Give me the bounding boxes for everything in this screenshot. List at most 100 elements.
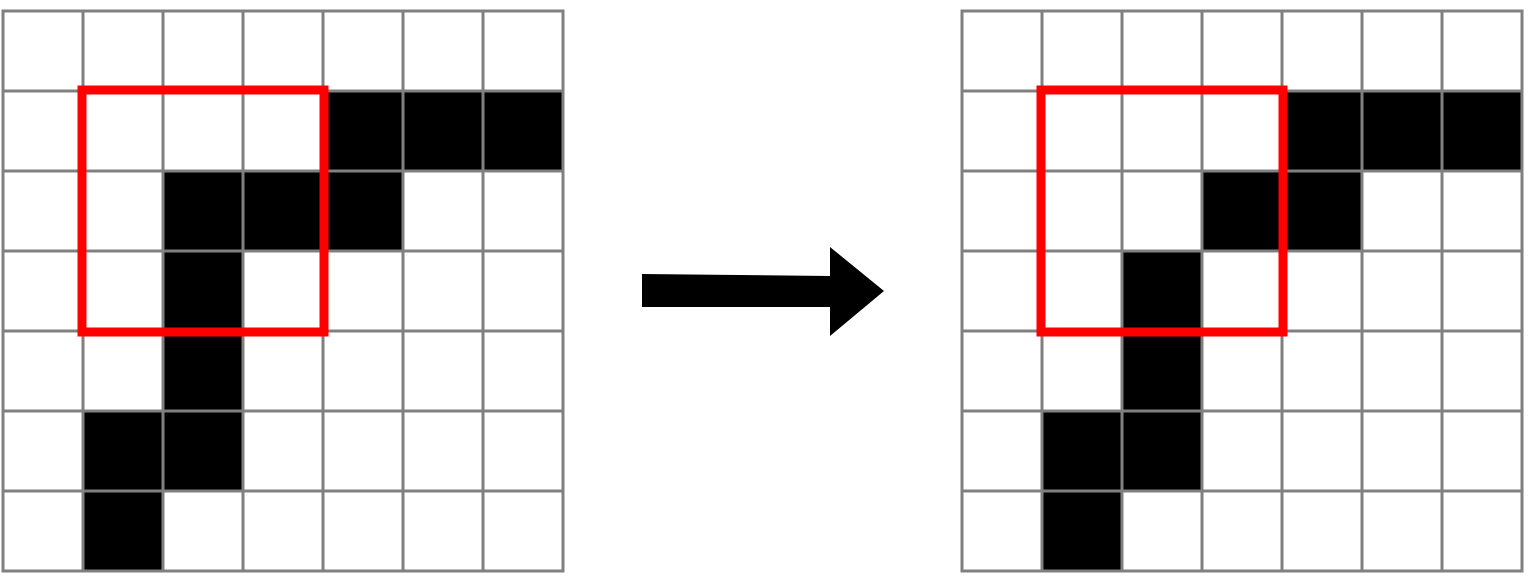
empty-cell-3-4 xyxy=(1280,249,1364,333)
empty-cell-0-6 xyxy=(1440,9,1524,93)
empty-cell-2-5 xyxy=(401,169,485,253)
empty-cell-1-3 xyxy=(1200,89,1284,173)
empty-cell-4-1 xyxy=(1040,329,1124,413)
empty-cell-3-3 xyxy=(241,249,325,333)
filled-cell-1-4 xyxy=(321,89,405,173)
filled-cell-1-6 xyxy=(481,89,565,173)
empty-cell-6-4 xyxy=(1280,489,1364,573)
filled-cell-1-5 xyxy=(401,89,485,173)
arrow-shape xyxy=(642,247,884,336)
empty-cell-1-0 xyxy=(1,89,85,173)
empty-cell-6-5 xyxy=(1360,489,1444,573)
empty-cell-5-5 xyxy=(1360,409,1444,493)
empty-cell-0-1 xyxy=(81,9,165,93)
empty-cell-3-1 xyxy=(1040,249,1124,333)
filled-cell-6-1 xyxy=(81,489,165,573)
empty-cell-0-3 xyxy=(241,9,325,93)
empty-cell-0-5 xyxy=(401,9,485,93)
right-arrow-icon xyxy=(642,247,884,336)
empty-cell-2-2 xyxy=(1120,169,1204,253)
empty-cell-6-2 xyxy=(1120,489,1204,573)
empty-cell-2-1 xyxy=(1040,169,1124,253)
empty-cell-5-0 xyxy=(960,409,1044,493)
empty-cell-2-5 xyxy=(1360,169,1444,253)
empty-cell-4-0 xyxy=(1,329,85,413)
empty-cell-0-3 xyxy=(1200,9,1284,93)
grid-after xyxy=(960,9,1524,573)
empty-cell-2-0 xyxy=(960,169,1044,253)
empty-cell-3-3 xyxy=(1200,249,1284,333)
filled-cell-2-3 xyxy=(1200,169,1284,253)
highlight-window xyxy=(77,85,329,337)
empty-cell-4-6 xyxy=(1440,329,1524,413)
empty-cell-4-3 xyxy=(1200,329,1284,413)
grid-before xyxy=(1,9,565,573)
filled-cell-3-2 xyxy=(161,249,245,333)
filled-cell-5-2 xyxy=(161,409,245,493)
empty-cell-0-2 xyxy=(1120,9,1204,93)
empty-cell-5-4 xyxy=(1280,409,1364,493)
empty-cell-6-6 xyxy=(1440,489,1524,573)
empty-cell-2-6 xyxy=(481,169,565,253)
filled-cell-1-6 xyxy=(1440,89,1524,173)
empty-cell-6-6 xyxy=(481,489,565,573)
empty-cell-6-3 xyxy=(1200,489,1284,573)
filled-cell-2-2 xyxy=(161,169,245,253)
empty-cell-2-6 xyxy=(1440,169,1524,253)
empty-cell-5-6 xyxy=(481,409,565,493)
empty-cell-6-5 xyxy=(401,489,485,573)
empty-cell-6-0 xyxy=(960,489,1044,573)
empty-cell-4-1 xyxy=(81,329,165,413)
empty-cell-4-0 xyxy=(960,329,1044,413)
empty-cell-1-1 xyxy=(81,89,165,173)
filled-cell-6-1 xyxy=(1040,489,1124,573)
highlight-window xyxy=(1036,85,1288,337)
filled-cell-2-4 xyxy=(321,169,405,253)
filled-cell-4-2 xyxy=(1120,329,1204,413)
empty-cell-6-0 xyxy=(1,489,85,573)
empty-cell-4-4 xyxy=(321,329,405,413)
empty-cell-0-2 xyxy=(161,9,245,93)
empty-cell-3-5 xyxy=(401,249,485,333)
empty-cell-3-0 xyxy=(1,249,85,333)
empty-cell-1-2 xyxy=(161,89,245,173)
empty-cell-4-5 xyxy=(401,329,485,413)
empty-cell-6-3 xyxy=(241,489,325,573)
empty-cell-0-1 xyxy=(1040,9,1124,93)
empty-cell-0-4 xyxy=(321,9,405,93)
empty-cell-5-4 xyxy=(321,409,405,493)
empty-cell-6-4 xyxy=(321,489,405,573)
empty-cell-1-1 xyxy=(1040,89,1124,173)
filled-cell-2-3 xyxy=(241,169,325,253)
empty-cell-3-1 xyxy=(81,249,165,333)
filled-cell-4-2 xyxy=(161,329,245,413)
filled-cell-5-2 xyxy=(1120,409,1204,493)
empty-cell-4-3 xyxy=(241,329,325,413)
empty-cell-5-3 xyxy=(241,409,325,493)
filled-cell-3-2 xyxy=(1120,249,1204,333)
empty-cell-3-4 xyxy=(321,249,405,333)
empty-cell-6-2 xyxy=(161,489,245,573)
empty-cell-4-6 xyxy=(481,329,565,413)
empty-cell-2-1 xyxy=(81,169,165,253)
empty-cell-3-6 xyxy=(481,249,565,333)
empty-cell-1-3 xyxy=(241,89,325,173)
empty-cell-3-6 xyxy=(1440,249,1524,333)
empty-cell-1-0 xyxy=(960,89,1044,173)
empty-cell-4-4 xyxy=(1280,329,1364,413)
empty-cell-5-3 xyxy=(1200,409,1284,493)
empty-cell-3-0 xyxy=(960,249,1044,333)
filled-cell-2-4 xyxy=(1280,169,1364,253)
empty-cell-0-4 xyxy=(1280,9,1364,93)
empty-cell-5-6 xyxy=(1440,409,1524,493)
empty-cell-0-0 xyxy=(960,9,1044,93)
filled-cell-1-5 xyxy=(1360,89,1444,173)
empty-cell-3-5 xyxy=(1360,249,1444,333)
filled-cell-5-1 xyxy=(1040,409,1124,493)
filled-cell-5-1 xyxy=(81,409,165,493)
empty-cell-4-5 xyxy=(1360,329,1444,413)
empty-cell-5-0 xyxy=(1,409,85,493)
empty-cell-5-5 xyxy=(401,409,485,493)
